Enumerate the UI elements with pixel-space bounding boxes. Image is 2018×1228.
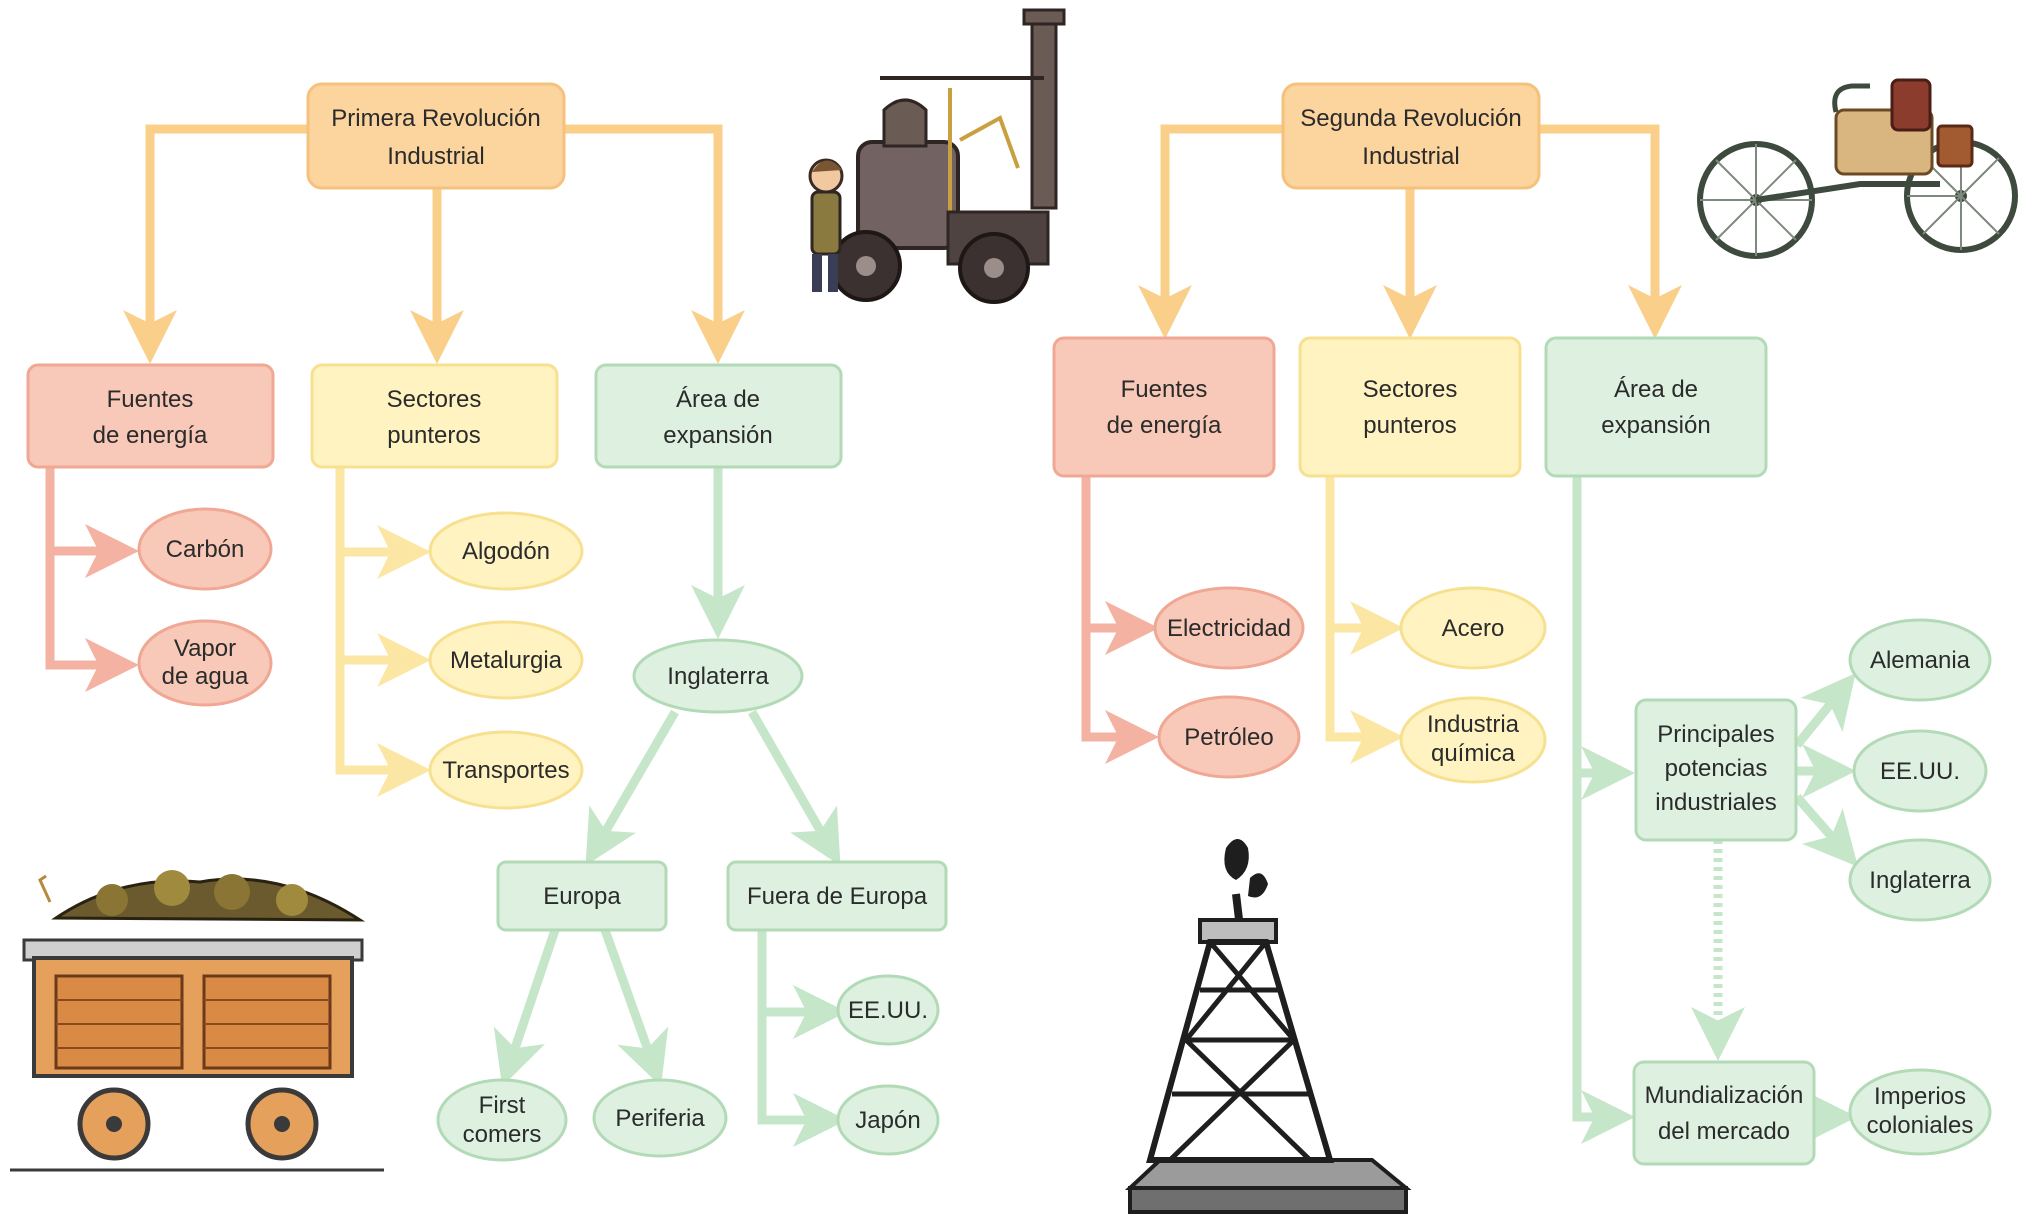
right-energy-item-2: Petróleo <box>1184 724 1273 751</box>
right-area-principales-potencias: Principales potencias industriales <box>1634 698 1798 842</box>
right-sectors-line-2: punteros <box>1363 412 1456 439</box>
right-connectors <box>1081 124 1858 1144</box>
left-area-europa: Europa <box>496 860 668 932</box>
left-area-outside: Fuera de Europa <box>747 883 928 910</box>
right-energy-item-petroleo: Petróleo <box>1157 695 1301 779</box>
left-sectors-line-2: punteros <box>387 422 480 449</box>
left-sector-item-metalurgia: Metalurgia <box>428 620 584 700</box>
right-global-line-2: del mercado <box>1658 1118 1790 1145</box>
left-sector-item-3: Transportes <box>442 757 569 784</box>
left-europe-item-1-line-2: comers <box>463 1121 542 1148</box>
right-global-item-line-2: coloniales <box>1867 1112 1974 1139</box>
right-area-line-2: expansión <box>1601 412 1710 439</box>
right-title-line-2: Industrial <box>1362 143 1459 170</box>
left-energy-item-1: Carbón <box>166 536 245 563</box>
left-sector-item-algodon: Algodón <box>428 511 584 591</box>
left-area-first-comers: First comers <box>436 1078 568 1162</box>
right-area-eeuu: EE.UU. <box>1852 729 1988 813</box>
right-sector-item-1: Acero <box>1442 615 1505 642</box>
right-powers-line-3: industriales <box>1655 789 1776 816</box>
left-area-eeuu: EE.UU. <box>836 974 940 1046</box>
left-europe-item-2: Periferia <box>615 1105 705 1132</box>
right-powers-item-2: EE.UU. <box>1880 758 1960 785</box>
right-area-box: Área de expansión <box>1544 336 1768 478</box>
left-sector-item-2: Metalurgia <box>450 647 563 674</box>
left-area-periferia: Periferia <box>592 1078 728 1158</box>
right-powers-item-3: Inglaterra <box>1869 867 1971 894</box>
left-energy-item-2-line-1: Vapor <box>174 635 236 662</box>
left-area-europe: Europa <box>543 883 621 910</box>
right-powers-item-1: Alemania <box>1870 647 1971 674</box>
left-sectors-box: Sectores punteros <box>310 363 559 469</box>
left-area-line-2: expansión <box>663 422 772 449</box>
right-area-inglaterra: Inglaterra <box>1848 838 1992 922</box>
left-sector-item-transportes: Transportes <box>428 730 584 810</box>
left-energy-item-2-line-2: de agua <box>162 663 249 690</box>
left-energy-line-1: Fuentes <box>107 386 194 413</box>
left-outside-item-2: Japón <box>855 1107 920 1134</box>
left-outside-item-1: EE.UU. <box>848 997 928 1024</box>
left-energy-box: Fuentes de energía <box>26 363 275 469</box>
mine-cart-with-coal-illustration <box>10 870 384 1172</box>
left-energy-line-2: de energía <box>93 422 208 449</box>
left-energy-item-carbon: Carbón <box>137 507 273 591</box>
left-area-fuera-de-europa: Fuera de Europa <box>726 860 948 932</box>
right-powers-line-2: potencias <box>1665 755 1768 782</box>
left-area-japon: Japón <box>836 1084 940 1156</box>
left-connectors <box>45 124 847 1147</box>
vintage-motor-car-illustration <box>1697 78 2018 259</box>
right-sector-item-2-line-1: Industria <box>1427 711 1520 738</box>
right-sectors-line-1: Sectores <box>1363 376 1458 403</box>
right-energy-item-1: Electricidad <box>1167 615 1291 642</box>
right-global-item-line-1: Imperios <box>1874 1083 1966 1110</box>
right-sector-item-2-line-2: química <box>1431 740 1516 767</box>
right-title-box: Segunda Revolución Industrial <box>1281 82 1541 190</box>
oil-derrick-illustration <box>1124 839 1412 1214</box>
right-title-line-1: Segunda Revolución <box>1300 105 1522 132</box>
left-area-box: Área de expansión <box>594 363 843 469</box>
left-sectors-line-1: Sectores <box>387 386 482 413</box>
right-sector-item-acero: Acero <box>1399 586 1547 670</box>
right-energy-line-1: Fuentes <box>1121 376 1208 403</box>
left-title-line-1: Primera Revolución <box>331 105 540 132</box>
right-global-line-1: Mundialización <box>1645 1082 1804 1109</box>
left-europe-item-1-line-1: First <box>479 1092 526 1119</box>
left-energy-item-vapor: Vapor de agua <box>137 619 273 707</box>
right-sectors-box: Sectores punteros <box>1298 336 1522 478</box>
left-sector-item-1: Algodón <box>462 538 550 565</box>
left-area-inglaterra: Inglaterra <box>632 638 804 714</box>
right-area-mundializacion: Mundialización del mercado <box>1632 1060 1816 1166</box>
left-area-line-1: Área de <box>676 386 760 413</box>
left-title-line-2: Industrial <box>387 143 484 170</box>
right-energy-line-2: de energía <box>1107 412 1222 439</box>
right-area-alemania: Alemania <box>1848 618 1992 702</box>
right-sector-item-industria-quimica: Industria química <box>1399 696 1547 784</box>
steam-locomotive-illustration <box>808 8 1066 304</box>
left-title-box: Primera Revolución Industrial <box>306 82 566 190</box>
right-area-imperios-coloniales: Imperios coloniales <box>1848 1068 1992 1156</box>
right-powers-line-1: Principales <box>1657 721 1774 748</box>
left-area-center: Inglaterra <box>667 663 769 690</box>
right-energy-box: Fuentes de energía <box>1052 336 1276 478</box>
right-area-line-1: Área de <box>1614 376 1698 403</box>
right-energy-item-electricidad: Electricidad <box>1153 586 1305 670</box>
